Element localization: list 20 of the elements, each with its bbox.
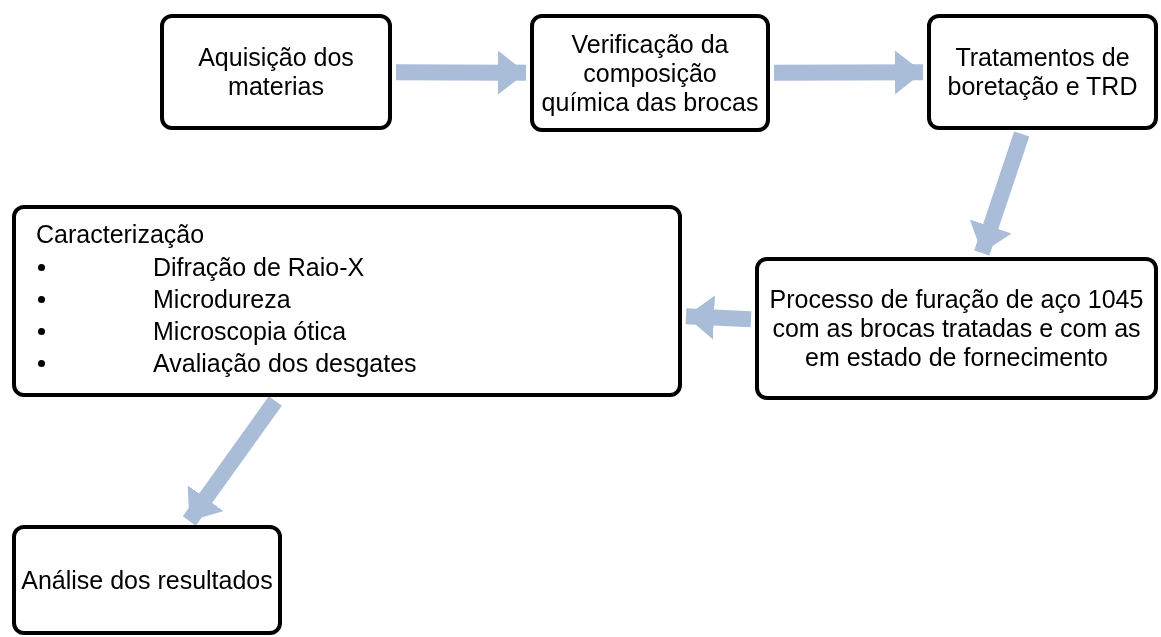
process-box <box>530 14 770 132</box>
arrow <box>969 131 1030 256</box>
list-item: Microscopia ótica <box>153 316 347 347</box>
process-box <box>12 525 282 635</box>
box-label: Aquisição dos materias <box>197 43 355 101</box>
box-label: Tratamentos de boretação e TRD <box>946 43 1139 101</box>
arrow <box>395 50 527 95</box>
box-label: Verificação da composição química das brocas <box>540 29 760 117</box>
box-heading: Caracterização <box>36 219 206 250</box>
list-item: Avaliação dos desgates <box>153 348 417 379</box>
list-item: Difração de Raio-X <box>153 252 365 283</box>
arrow <box>182 396 282 526</box>
arrow <box>774 50 924 95</box>
box-label: Análise dos resultados <box>21 565 273 595</box>
box-label: Processo de furação de aço 1045 com as brocas tratadas e com as em estado de fornecimento <box>768 285 1145 372</box>
process-box <box>927 14 1158 130</box>
list-item: Microdureza <box>153 284 291 315</box>
process-box <box>755 257 1158 400</box>
process-box <box>12 205 682 397</box>
process-box <box>160 14 392 130</box>
